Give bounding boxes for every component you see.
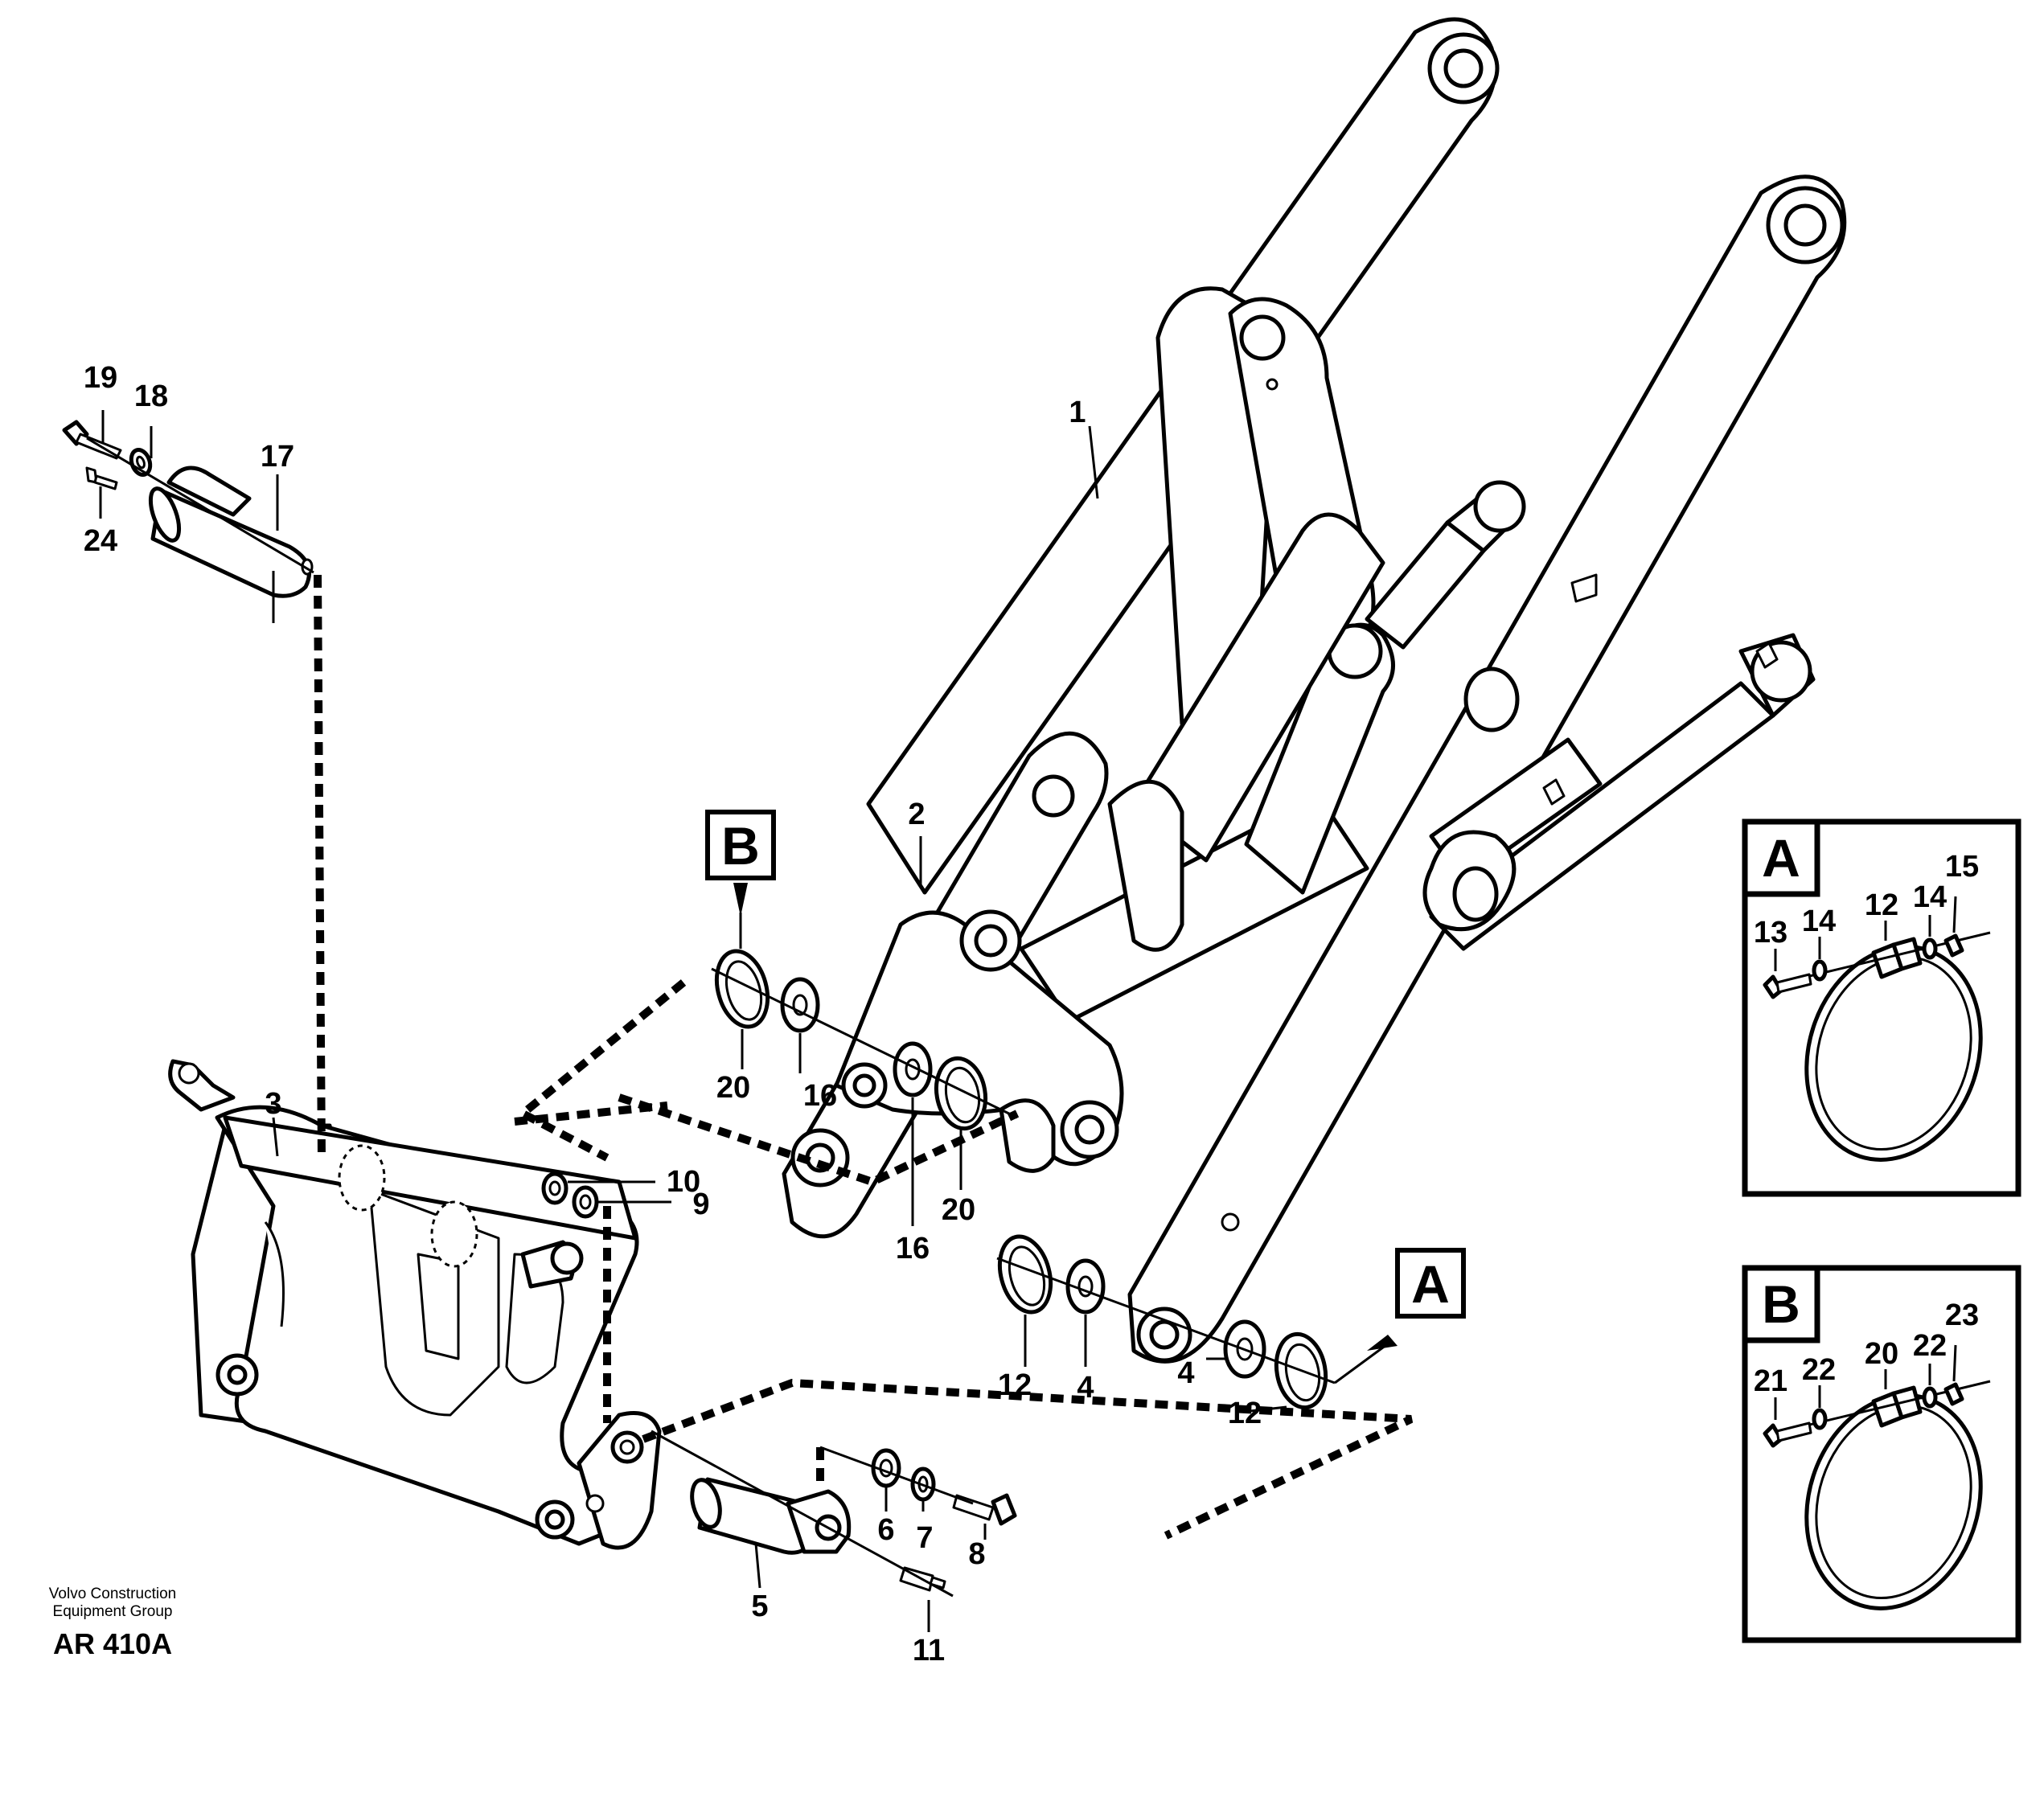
- callout-16-upper: 16: [803, 1079, 837, 1113]
- flag-b-arrow: [733, 883, 748, 917]
- callout-6: 6: [877, 1513, 894, 1547]
- flag-b-letter: B: [721, 816, 760, 876]
- callout-12-middle: 12: [998, 1368, 1032, 1402]
- callout-5: 5: [751, 1590, 768, 1623]
- credit-line-1: Volvo Construction: [48, 1585, 177, 1602]
- callout-9: 9: [692, 1188, 709, 1221]
- detail-a-label-15: 15: [1945, 850, 1979, 884]
- snap-ring-20-lower: [934, 1056, 988, 1131]
- detail-a-label-14-right: 14: [1913, 880, 1947, 914]
- callout-11: 11: [913, 1634, 945, 1667]
- detail-a-title: A: [1762, 828, 1800, 888]
- detail-b-label-20: 20: [1865, 1337, 1898, 1371]
- pin-5: [690, 1477, 852, 1555]
- snap-ring-20-upper: [714, 949, 770, 1029]
- washer-10: [541, 1171, 568, 1205]
- detail-b-label-22-right: 22: [1913, 1329, 1947, 1363]
- detail-b-label-23: 23: [1945, 1298, 1979, 1332]
- washer-7: [910, 1466, 936, 1502]
- washer-9: [572, 1185, 599, 1219]
- flag-a: A: [1395, 1248, 1466, 1319]
- grease-nipple-11: [899, 1566, 946, 1592]
- detail-b-label-22-left: 22: [1802, 1353, 1836, 1387]
- washer-18: [129, 448, 153, 477]
- leader-lines: [99, 410, 1390, 1632]
- callout-20-lower: 20: [942, 1193, 975, 1227]
- callout-19: 19: [84, 361, 117, 395]
- snap-ring-12-left: [997, 1234, 1053, 1315]
- attachment-bracket: [168, 1059, 662, 1550]
- detail-b-title: B: [1762, 1274, 1800, 1334]
- detail-b-label-21: 21: [1754, 1364, 1787, 1398]
- callout-1: 1: [1069, 396, 1086, 429]
- spacer-16-lower: [893, 1041, 933, 1097]
- callout-8: 8: [968, 1537, 985, 1571]
- callout-4-middle: 4: [1077, 1371, 1094, 1405]
- callout-16-lower: 16: [896, 1232, 930, 1265]
- assembly-paths: [314, 574, 1414, 1598]
- detail-a-label-12: 12: [1865, 888, 1898, 922]
- callout-10: 10: [667, 1165, 700, 1199]
- grease-nipple-24: [85, 466, 118, 490]
- callout-7: 7: [916, 1521, 933, 1555]
- detail-b-panel: B 21 22 20 22 23: [1742, 1265, 2021, 1643]
- flag-a-arrow: [1367, 1335, 1398, 1351]
- bolt-8: [952, 1493, 1017, 1526]
- detail-a-label-13: 13: [1754, 916, 1787, 950]
- callout-2: 2: [908, 798, 925, 831]
- lift-arm-frame: [866, 17, 1847, 1364]
- spacer-16-upper: [780, 977, 820, 1033]
- pin-17: [148, 466, 314, 598]
- callout-20-upper: 20: [716, 1071, 750, 1105]
- detail-a-panel: A 13 14 12 14 15: [1742, 818, 2021, 1197]
- drawing-code: AR 410A: [53, 1627, 173, 1660]
- callout-17: 17: [261, 440, 294, 474]
- detail-a-label-14-left: 14: [1802, 904, 1836, 938]
- callout-labels: 1 2 3 4 4 5 6 7 8 9 10 11 12 12 16 16 17…: [84, 361, 1262, 1667]
- callout-18: 18: [134, 379, 168, 413]
- manufacturer-credit: Volvo Construction Equipment Group: [24, 1585, 201, 1621]
- flag-a-letter: A: [1411, 1254, 1450, 1314]
- callout-24: 24: [84, 524, 117, 558]
- callout-12-right: 12: [1228, 1397, 1262, 1430]
- flag-b: B: [705, 810, 776, 880]
- link-arm: [782, 732, 1124, 1239]
- callout-3: 3: [265, 1087, 281, 1121]
- callout-4-right: 4: [1177, 1356, 1194, 1390]
- credit-line-2: Equipment Group: [52, 1603, 173, 1620]
- washer-4-left: [1065, 1258, 1106, 1315]
